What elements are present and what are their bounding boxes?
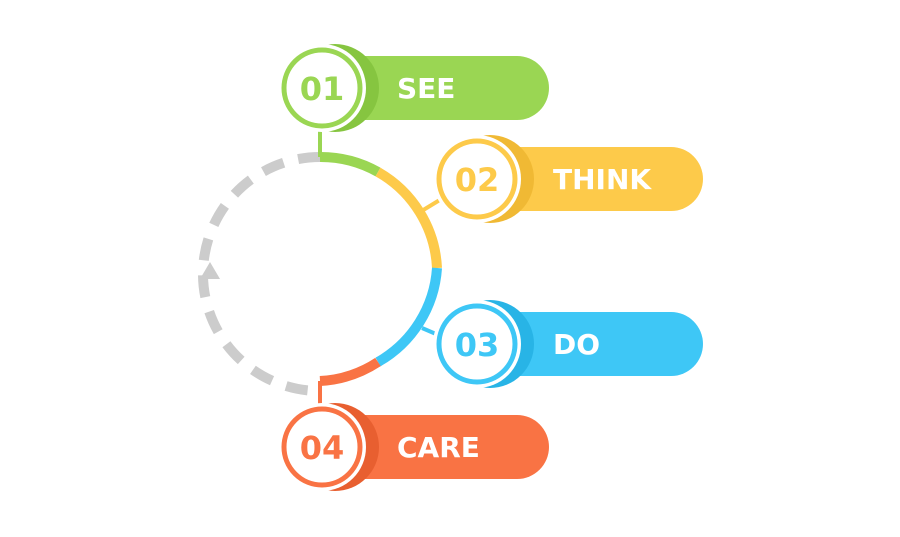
step-pill [485,147,703,211]
step-see: 01 SEE [278,44,549,132]
step-care: 04 CARE [278,403,549,491]
step-number: 02 [455,161,500,199]
step-number: 01 [300,70,345,108]
arc-segment-see [319,151,381,177]
step-badge [278,403,366,491]
arc-segment-do [375,267,442,367]
step-label: DO [553,328,600,361]
step-number: 03 [455,326,500,364]
up-arrow-icon [200,262,220,279]
step-think: 02 THINK [433,135,703,223]
step-label: THINK [553,163,652,196]
step-do: 03 DO [433,300,703,388]
step-badge-ring [436,303,518,385]
step-badge-ring [281,47,363,129]
step-badge [433,300,521,388]
step-badge [433,135,521,223]
step-pill [330,56,549,120]
step-label: SEE [397,72,455,105]
step-pill [485,312,703,376]
step-badge-ring [281,406,363,488]
arc-segment-think [375,167,442,269]
cycle-dashed-arc [198,152,321,396]
arc-segment-care [319,357,381,386]
step-badge-ring [436,138,518,220]
step-badge [278,44,366,132]
step-label: CARE [397,431,480,464]
step-number: 04 [300,429,345,467]
step-pill [330,415,549,479]
